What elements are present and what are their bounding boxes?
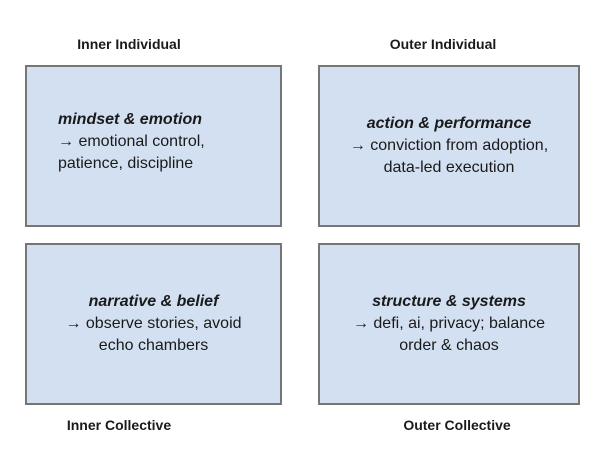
quadrant-box-outer-collective: structure & systems → defi, ai, privacy;… — [318, 243, 580, 405]
quadrant-title-inner-individual: mindset & emotion — [58, 111, 203, 128]
quadrant-box-outer-individual: action & performance → conviction from a… — [318, 65, 580, 227]
quadrant-label-inner-collective: Inner Collective — [66, 417, 172, 433]
quadrant-label-outer-individual: Outer Individual — [389, 36, 497, 52]
quadrant-title-outer-individual: action & performance — [366, 115, 532, 132]
quadrant-title-outer-collective: structure & systems — [372, 293, 526, 310]
quadrant-label-outer-collective: Outer Collective — [403, 417, 511, 433]
quadrant-body-inner-collective: → observe stories, avoid echo chambers — [65, 315, 242, 354]
quadrant-body-outer-collective: → defi, ai, privacy; balance order & cha… — [352, 315, 546, 354]
quadrant-title-inner-collective: narrative & belief — [88, 293, 219, 310]
quadrant-label-inner-individual: Inner Individual — [77, 36, 181, 52]
quadrant-box-inner-individual: mindset & emotion → emotional control, p… — [25, 65, 282, 227]
quadrant-body-inner-individual: → emotional control, patience, disciplin… — [58, 133, 205, 172]
quadrant-box-inner-collective: narrative & belief → observe stories, av… — [25, 243, 282, 405]
quadrant-body-outer-individual: → conviction from adoption, data-led exe… — [349, 137, 549, 176]
